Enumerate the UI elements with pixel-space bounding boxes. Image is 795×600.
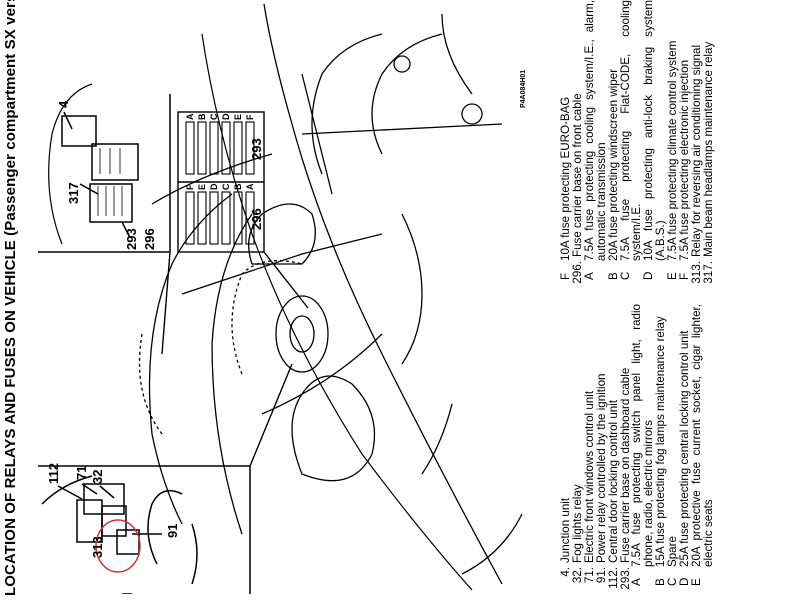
callout-293: 293 [124, 228, 139, 250]
fuse-carrier-293-label: 293 [249, 138, 264, 160]
page-title: LOCATION OF RELAYS AND FUSES ON VEHICLE … [2, 0, 19, 596]
callout-4: 4 [56, 100, 71, 108]
legend-subitem: D 10A fuse protecting anti-lock braking s… [642, 0, 668, 288]
legend-key: D [642, 271, 656, 280]
legend-subitem: B 20A fuse protecting windscreen wiper [606, 0, 620, 288]
legend-left-column: 4.Junction unit 32.Fog lights relay 71.E… [559, 304, 715, 594]
fuse-296-letter: E [197, 184, 207, 190]
callout-296: 296 [142, 228, 157, 250]
legend-item: 71. Electric front windows control unit [582, 304, 596, 594]
legend-text: 20A fuse protecting windscreen wiper [606, 68, 620, 261]
fuse-293-letter: F [245, 114, 255, 120]
fuse-296-letter: D [209, 183, 219, 190]
legend-key: B [606, 272, 620, 280]
fuse-293-letter: D [221, 113, 231, 120]
legend-text: Electric front windows control unit [582, 390, 596, 563]
callout-313: 313 [90, 536, 105, 558]
callout-91: 91 [165, 524, 180, 538]
legend-key: 71. [582, 567, 596, 584]
legend-key: A [630, 578, 644, 586]
callout-317: 317 [66, 182, 81, 204]
fuse-293-letter: A [185, 113, 195, 120]
fuse-carrier-296-label: 296 [249, 208, 264, 230]
legend-key: C [618, 271, 632, 280]
legend-subitem: A 7.5A fuse protecting switch panel light… [630, 304, 656, 594]
legend-subitem: A 7.5A fuse protecting cooling system/I.E… [582, 0, 608, 288]
legend-text: Central door locking control unit [606, 399, 620, 563]
legend-text: Power relay controlled by the ignition [594, 373, 608, 563]
legend-text: 15A fuse protecting fog lamps maintenanc… [654, 316, 668, 567]
fuse-296-letter: B [233, 183, 243, 190]
legend-key: 317. [701, 261, 715, 284]
legend-text: 7.5A fuse protecting Fiat-CODE, cooling … [618, 0, 644, 261]
legend-subitem: C 7.5A fuse protecting Fiat-CODE, cooling… [618, 0, 644, 288]
fuse-296-letter: F [185, 184, 195, 190]
legend-text: 7.5A fuse protecting switch panel light,… [630, 304, 656, 567]
fuse-296-letter: A [245, 183, 255, 190]
fuse-293-letter: C [209, 113, 219, 120]
legend-item: 112. Central door locking control unit [606, 304, 620, 594]
legend-subitem: E 20A protective fuse current socket, cig… [689, 304, 715, 594]
legend-text: 20A protective fuse current socket, ciga… [689, 304, 715, 567]
legend-text: Main beam headlamps maintenance relay [701, 41, 715, 257]
callout-112: 112 [46, 463, 61, 484]
legend-key: A [582, 272, 596, 280]
figure-code: P4A084H01 [520, 69, 527, 108]
legend-text: 10A fuse protecting anti-lock braking sy… [642, 0, 668, 261]
fuse-293-letter: B [197, 113, 207, 120]
legend-item: 91. Power relay controlled by the ignitio… [594, 304, 608, 594]
fuse-293-letter: E [233, 114, 243, 120]
callout-71: 71 [74, 466, 89, 480]
callout-32: 32 [90, 470, 105, 484]
legend-text: 7.5A fuse protecting cooling system/I.E.… [582, 0, 608, 261]
legend-key: E [689, 578, 703, 586]
legend-key: 91. [594, 567, 608, 584]
legend-item: 317. Main beam headlamps maintenance rela… [701, 0, 715, 288]
fuse-296-letter: C [221, 183, 231, 190]
legend-key: 112. [606, 567, 620, 589]
dashboard-illustration: 313 112 71 32 91 317 293 296 4 F E D C B… [38, 3, 523, 594]
